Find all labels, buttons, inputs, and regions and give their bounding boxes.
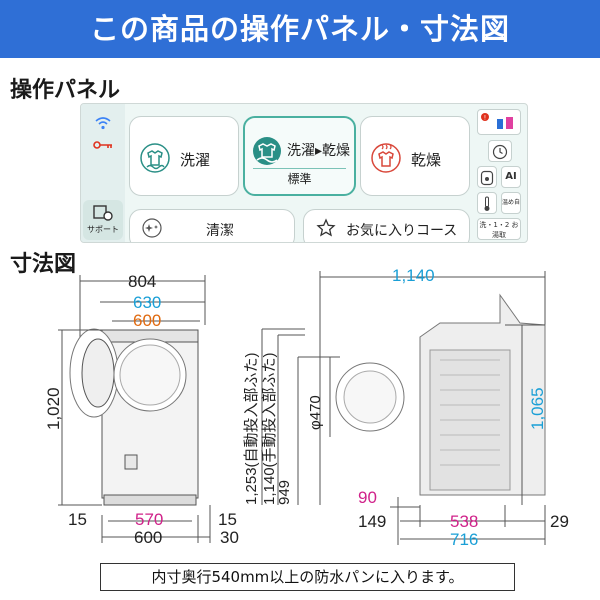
front-view <box>58 275 211 543</box>
front-bottom-left: 15 <box>68 510 87 529</box>
wash-select-label: 洗・1・2 お湯取 <box>479 221 519 239</box>
front-width-inner-orange: 600 <box>133 311 162 330</box>
side-door-diameter: φ470 <box>307 395 324 430</box>
front-bottom-total: 600 <box>134 528 163 547</box>
key-icon <box>93 141 112 149</box>
front-width-inner-blue: 630 <box>133 293 162 312</box>
dry-label: 乾燥 <box>411 151 442 169</box>
ai-button[interactable]: AI <box>501 166 521 188</box>
sparkle-icon <box>142 218 162 238</box>
dimension-drawing <box>58 271 546 545</box>
star-icon <box>316 218 336 237</box>
side-depth-716: 716 <box>450 530 479 549</box>
support-icon <box>93 205 113 221</box>
page-banner: この商品の操作パネル・寸法図 <box>0 0 600 58</box>
section-title-dimensions: 寸法図 <box>10 252 77 277</box>
dry-button[interactable]: 乾燥 <box>360 116 470 196</box>
svg-text:!: ! <box>484 115 486 122</box>
front-bottom-mid: 570 <box>135 510 164 529</box>
side-view <box>261 271 546 545</box>
side-depth-538: 538 <box>450 512 479 531</box>
face-icon <box>480 170 494 186</box>
front-bottom-right2: 30 <box>220 528 239 547</box>
dry-icon <box>371 143 401 173</box>
detergent-icon: ! <box>481 113 513 129</box>
wash-dry-button[interactable]: 洗濯▸乾燥 標準 <box>243 116 356 196</box>
support-label: サポート <box>87 225 119 234</box>
clock-icon <box>492 144 508 160</box>
wash-dry-label: 洗濯▸乾燥 <box>287 143 351 159</box>
wash-select-button[interactable]: 洗・1・2 お湯取 <box>477 218 521 240</box>
side-width-total: 1,140 <box>392 266 435 285</box>
favorite-course-label: お気に入りコース <box>346 223 458 239</box>
thermometer-icon <box>484 196 490 211</box>
detergent-button[interactable]: ! <box>477 109 521 135</box>
clean-button[interactable]: 清潔 <box>129 209 295 242</box>
wash-icon <box>140 143 170 173</box>
front-bottom-right: 15 <box>218 510 237 529</box>
wifi-icon <box>95 117 111 130</box>
side-depth-29: 29 <box>550 512 569 531</box>
side-height-949: 949 <box>276 479 293 505</box>
side-foot-149: 149 <box>358 512 387 531</box>
front-height: 1,020 <box>44 387 63 430</box>
side-height-1065: 1,065 <box>528 387 547 430</box>
temp-auto-button[interactable]: 温め自動 <box>501 192 521 226</box>
waterproof-pan-note: 内寸奥行540mm以上の防水パンに入ります。 <box>100 563 515 591</box>
wash-label: 洗濯 <box>180 151 211 169</box>
wash-button[interactable]: 洗濯 <box>129 116 239 196</box>
temperature-button[interactable] <box>477 192 497 214</box>
wash-dry-mode: 標準 <box>253 168 346 188</box>
mode-button[interactable] <box>477 166 497 188</box>
front-width-total: 804 <box>128 272 157 291</box>
section-title-panel: 操作パネル <box>10 78 121 103</box>
favorite-course-button[interactable]: お気に入りコース <box>303 209 470 242</box>
side-foot-90: 90 <box>358 488 377 507</box>
clean-label: 清潔 <box>206 223 234 239</box>
ai-label: AI <box>505 171 517 182</box>
wash-dry-icon <box>253 137 281 165</box>
control-panel: サポート 洗濯 洗濯▸乾燥 標準 乾燥 <box>80 103 528 243</box>
support-button[interactable]: サポート <box>83 200 123 240</box>
timer-button[interactable] <box>488 140 512 162</box>
